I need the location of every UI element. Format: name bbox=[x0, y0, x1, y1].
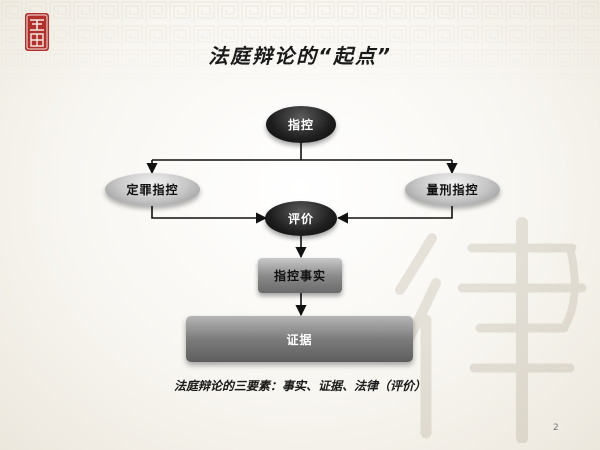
connector-conviction-to-evaluation bbox=[151, 206, 268, 224]
node-accusation-label: 指控 bbox=[287, 118, 314, 132]
node-charged-facts-label: 指控事实 bbox=[273, 269, 326, 283]
summary-caption: 法庭辩论的三要素：事实、证据、法律（评价） bbox=[173, 379, 426, 393]
slide-title: 法庭辩论的“起点” bbox=[208, 44, 392, 68]
node-sentencing-charge-label: 量刑指控 bbox=[426, 183, 479, 197]
node-evaluation: 评价 bbox=[265, 201, 337, 236]
node-evaluation-label: 评价 bbox=[287, 212, 314, 226]
fret-pattern-band bbox=[0, 0, 600, 92]
node-evidence-label: 证据 bbox=[286, 332, 313, 347]
red-seal-logo bbox=[25, 13, 49, 51]
node-sentencing-charge: 量刑指控 bbox=[405, 173, 500, 206]
node-conviction-charge: 定罪指控 bbox=[105, 173, 200, 206]
page-number: 2 bbox=[553, 423, 559, 433]
node-evidence: 证据 bbox=[186, 316, 413, 362]
calligraphy-watermark bbox=[395, 217, 587, 443]
connector-sentencing-to-evaluation bbox=[336, 206, 453, 224]
node-accusation: 指控 bbox=[266, 106, 336, 143]
node-charged-facts: 指控事实 bbox=[258, 258, 342, 293]
node-conviction-charge-label: 定罪指控 bbox=[126, 183, 179, 197]
